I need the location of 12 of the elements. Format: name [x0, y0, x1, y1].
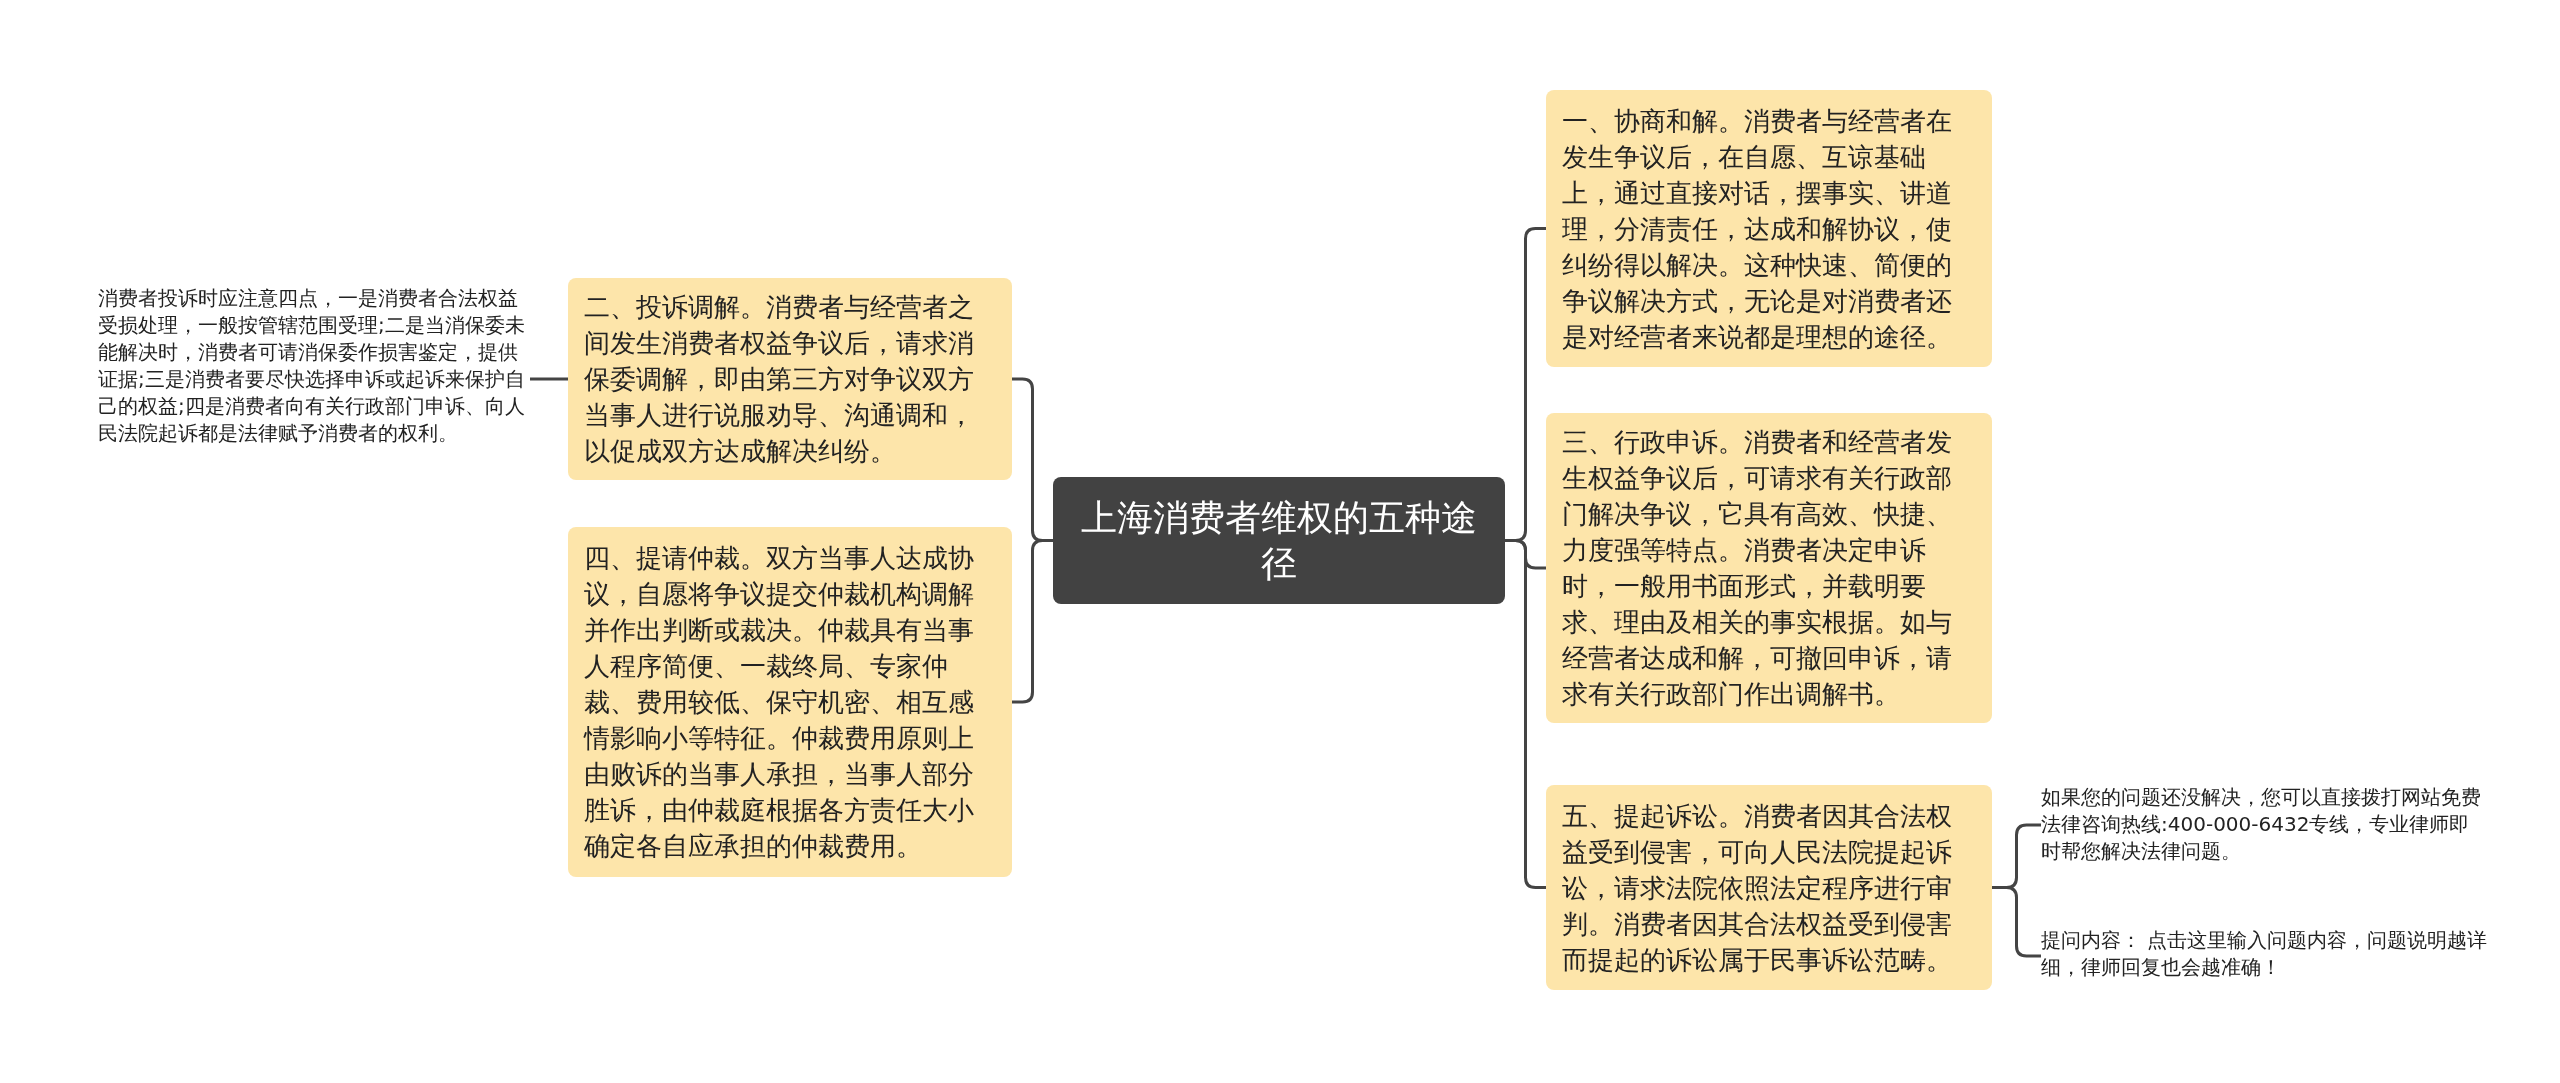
- topic-box: 上海消费者维权的五种途径: [1053, 477, 1505, 604]
- text-box: 四、提请仲裁。双方当事人达成协议，自愿将争议提交仲裁机构调解并作出判断或裁决。仲裁具有当事人程序简便、一裁终局、专家仲裁、费用较低、保守机密、相互感情影响小等特征。仲裁费用原则上由败诉的当事人承担，当事人部分胜诉，由仲裁庭根据各方责任大小确定各自应承担的仲裁费用。: [568, 527, 1012, 877]
- text-box: 五、提起诉讼。消费者因其合法权益受到侵害，可向人民法院提起诉讼，请求法院依照法定程序进行审判。消费者因其合法权益受到侵害而提起的诉讼属于民事诉讼范畴。: [1546, 785, 1992, 990]
- note-text: 提问内容： 点击这里输入问题内容，问题说明越详细，律师回复也会越准确！: [2041, 927, 2511, 981]
- note-text: 如果您的问题还没解决，您可以直接拨打网站免费法律咨询热线:400-000-6432专线，专业律师即时帮您解决法律问题。: [2041, 784, 2481, 865]
- connector-line: [1012, 539, 1053, 704]
- text-box: 二、投诉调解。消费者与经营者之间发生消费者权益争议后，请求消保委调解，即由第三方对争议双方当事人进行说服劝导、沟通调和，以促成双方达成解决纠纷。: [568, 278, 1012, 480]
- text-box: 三、行政申诉。消费者和经营者发生权益争议后，可请求有关行政部门解决争议，它具有高效、快捷、力度强等特点。消费者决定申诉时，一般用书面形式，并载明要求、理由及相关的事实根据。如与经营者达成和解，可撤回申诉，请求有关行政部门作出调解书。: [1546, 413, 1992, 723]
- connector-line: [1505, 539, 1546, 889]
- note-text: 消费者投诉时应注意四点，一是消费者合法权益受损处理，一般按管辖范围受理;二是当消保委未能解决时，消费者可请消保委作损害鉴定，提供证据;三是消费者要尽快选择申诉或起诉来保护自己的权益;四是消费者向有关行政部门申诉、向人民法院起诉都是法律赋予消费者的权利。: [98, 285, 530, 447]
- connector-line: [530, 377, 568, 381]
- text-box: 一、协商和解。消费者与经营者在发生争议后，在自愿、互谅基础上，通过直接对话，摆事实、讲道理，分清责任，达成和解协议，使纠纷得以解决。这种快速、简便的争议解决方式，无论是对消费者还是对经营者来说都是理想的途径。: [1546, 90, 1992, 367]
